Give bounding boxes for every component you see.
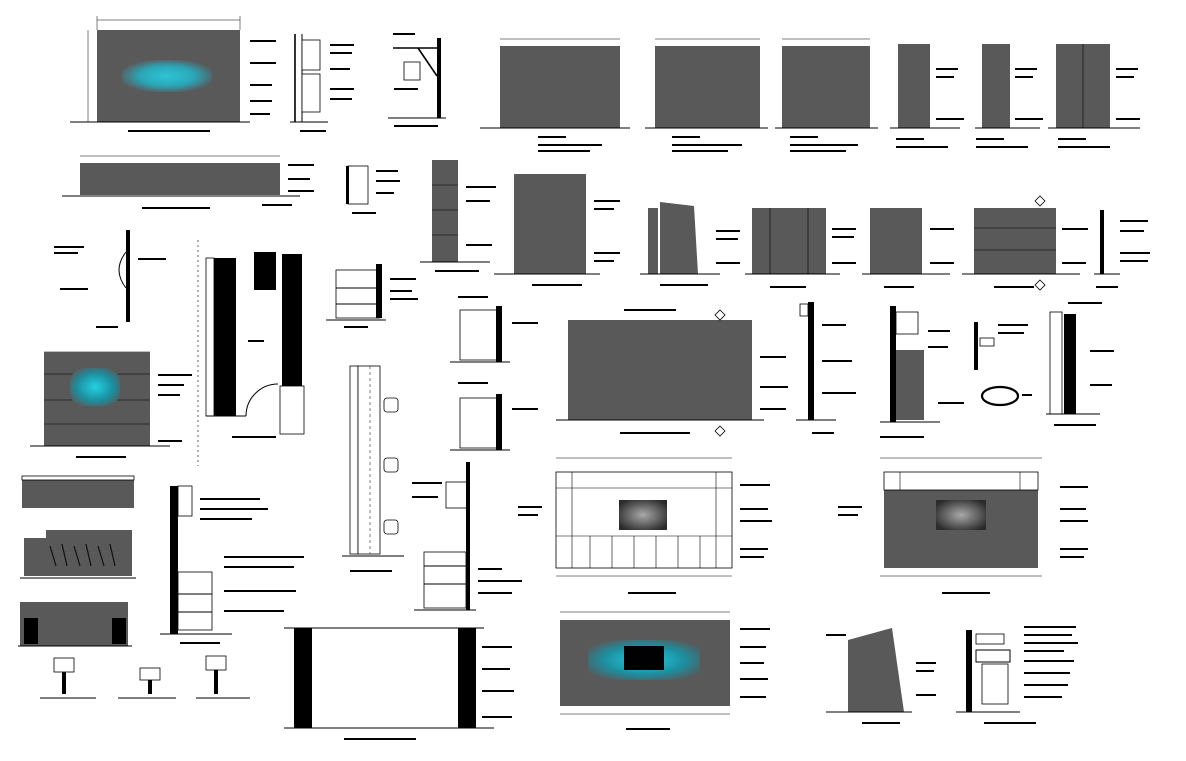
tv-wall-elevation-grid — [518, 457, 772, 594]
pier-section-detail — [1046, 302, 1114, 426]
tiny-section-details — [40, 655, 250, 699]
tv-wall-elevation-grey — [838, 457, 1088, 594]
wall-cladding-section — [420, 160, 496, 272]
elevation-plain-c — [775, 38, 878, 152]
striped-panel-elevation — [745, 208, 856, 288]
elevation-narrow-b — [975, 44, 1043, 148]
wide-wall-elevation — [556, 309, 788, 437]
small-section-detail — [346, 165, 400, 214]
fixture-details — [974, 322, 1032, 407]
elevation-cyan-panel-1 — [70, 16, 276, 132]
bracket-detail — [388, 33, 446, 127]
cabinet-section-1 — [326, 264, 418, 328]
paneled-section-detail — [880, 306, 964, 438]
angled-panel-elevation-2 — [826, 628, 936, 724]
ribbed-panel-elevation — [962, 195, 1088, 291]
large-opening-elevation — [284, 627, 514, 740]
tall-panel-elevation — [494, 174, 620, 286]
tv-wall-elevation-cyan — [560, 611, 770, 730]
floor-plan — [205, 252, 305, 438]
tall-cabinet-section — [342, 365, 404, 572]
edge-section-detail — [1094, 210, 1150, 288]
small-elevations-stack — [18, 475, 136, 647]
long-counter-elevation — [62, 155, 314, 209]
elevation-narrow-c — [1048, 44, 1140, 148]
elevation-plain-a — [480, 38, 630, 152]
column-section-detail — [796, 302, 856, 434]
angled-panel-elevation — [640, 202, 740, 286]
elevation-plain-b — [645, 38, 768, 152]
cabinet-section-2 — [160, 485, 304, 644]
square-panel-elevation — [862, 208, 954, 288]
section-detail-1 — [290, 34, 354, 132]
wall-lamp-section — [54, 230, 166, 328]
shelf-section-details — [450, 296, 538, 451]
vanity-section-detail — [412, 462, 522, 611]
basin-section-detail — [956, 626, 1078, 724]
elevation-cyan-panel-2 — [30, 351, 192, 458]
elevation-narrow-a — [890, 44, 964, 148]
